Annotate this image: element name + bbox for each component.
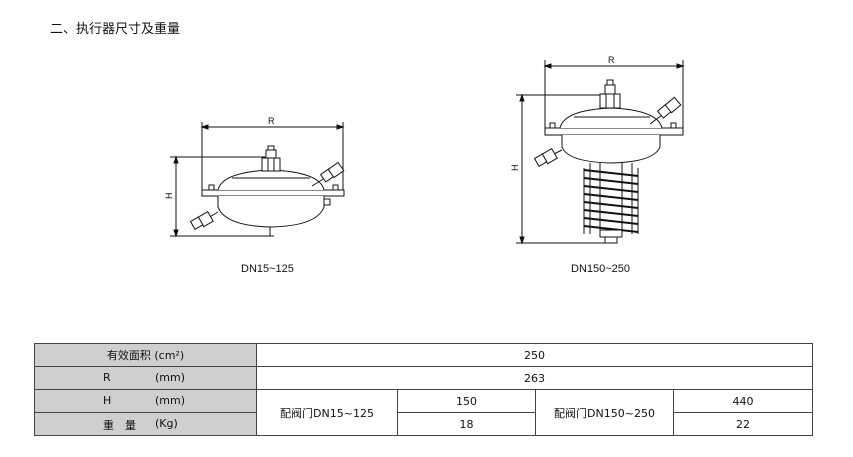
- weight-unit: (Kg): [155, 417, 178, 430]
- r-label-cell: R (mm): [34, 366, 257, 390]
- weight-label: 重 量: [103, 419, 136, 432]
- small-actuator-caption: DN15~125: [241, 263, 294, 275]
- group-large-label: 配阀门DN150~250: [535, 389, 674, 436]
- actuator-drawings: R H R H: [164, 55, 685, 245]
- large-actuator-drawing: [516, 60, 685, 245]
- table-row-h: H (mm) 配阀门DN15~125 150 配阀门DN150~250 440: [34, 389, 813, 436]
- weight-label-cell: 重 量 (Kg): [34, 412, 257, 436]
- h-label-cell: H (mm): [34, 389, 257, 413]
- r-label: R: [103, 371, 111, 384]
- area-value: 250: [256, 343, 813, 367]
- group-small-label: 配阀门DN15~125: [256, 389, 398, 436]
- large-h-dimension-label: H: [510, 165, 520, 172]
- table-row-weight: 重 量 (Kg) 18 22: [34, 412, 813, 436]
- table-row-r: R (mm) 263: [34, 366, 813, 390]
- group-small-weight-value: 18: [397, 412, 536, 436]
- small-h-dimension-label: H: [164, 193, 174, 200]
- table-row-area: 有效面积 (cm²) 250: [34, 343, 813, 367]
- area-label-cell: 有效面积 (cm²): [34, 343, 257, 367]
- section-title: 二、执行器尺寸及重量: [50, 22, 181, 37]
- group-large-h-value: 440: [673, 389, 813, 413]
- group-large-weight-value: 22: [673, 412, 813, 436]
- area-label: 有效面积 (cm²): [106, 349, 185, 362]
- large-r-dimension-label: R: [608, 55, 615, 65]
- h-label: H: [103, 394, 112, 407]
- spec-table: 有效面积 (cm²) 250 R (mm) 263 H (mm) 配阀门DN15~1…: [34, 343, 813, 436]
- small-r-dimension-label: R: [268, 116, 275, 126]
- r-unit: (mm): [155, 371, 186, 384]
- r-value: 263: [256, 366, 813, 390]
- large-actuator-caption: DN150~250: [571, 263, 631, 275]
- h-unit: (mm): [155, 394, 186, 407]
- group-small-h-value: 150: [397, 389, 536, 413]
- small-actuator-drawing: [170, 122, 345, 238]
